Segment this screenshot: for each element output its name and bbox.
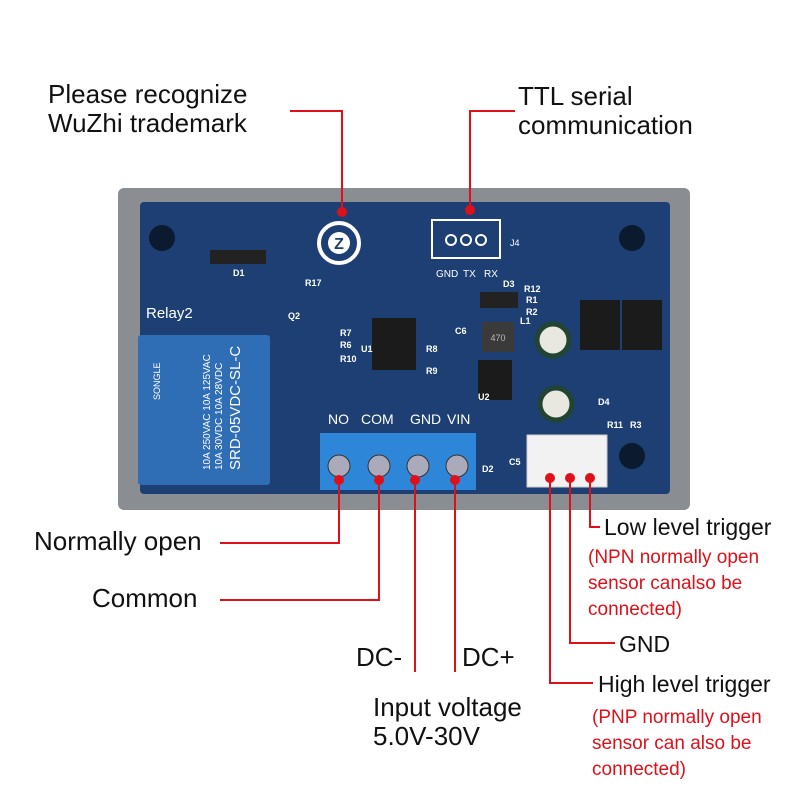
input-voltage-callout: Input voltage 5.0V-30V (373, 693, 522, 751)
component-refs: D1 R17 Q2 R7 R6 R10 U1 R8 R9 C6 L1 D3 R1… (233, 268, 642, 474)
trademark-callout: Please recognize WuZhi trademark (48, 80, 247, 138)
inductor-marking: 470 (490, 333, 505, 343)
low-trigger-note: (NPN normally open sensor canalso be con… (588, 545, 759, 623)
high-level-trigger-label: High level trigger (598, 671, 771, 697)
header-label-gnd: GND (436, 269, 458, 280)
note-line: connected) (592, 759, 687, 780)
ref-u2: U2 (478, 392, 490, 402)
relay-brand-text: SONGLE (152, 362, 162, 400)
ic-u2 (478, 360, 512, 400)
header-label-rx: RX (484, 269, 498, 280)
relay-label: Relay2 (146, 305, 193, 322)
terminal-label-no: NO (328, 411, 349, 427)
ref-r2: R2 (526, 307, 538, 317)
low-level-trigger-label: Low level trigger (604, 514, 772, 540)
ref-r12: R12 (524, 284, 541, 294)
terminal-label-gnd: GND (410, 411, 441, 427)
callout-line: Please recognize (48, 79, 248, 109)
capacitor (537, 385, 575, 423)
inductor (482, 322, 514, 352)
common-label: Common (92, 583, 198, 613)
note-line: sensor canalso be (588, 573, 743, 594)
terminal-label-com: COM (361, 411, 394, 427)
capacitor (534, 321, 572, 359)
note-line: (PNP normally open (592, 707, 762, 728)
ref-d1: D1 (233, 268, 245, 278)
ref-c6: C6 (455, 326, 467, 336)
ref-r3: R3 (630, 420, 642, 430)
normally-open-label: Normally open (34, 526, 202, 556)
ref-r8: R8 (426, 344, 438, 354)
mount-hole (619, 443, 645, 469)
high-trigger-note: (PNP normally open sensor can also be co… (592, 705, 762, 783)
ttl-header (431, 219, 501, 259)
leader-lines (220, 110, 615, 684)
relay-rating-text: 10A 250VAC 10A 125VAC (202, 354, 213, 470)
ref-d4: D4 (598, 397, 610, 407)
ttl-callout: TTL serial communication (518, 82, 693, 140)
dc-minus-label: DC- (356, 642, 403, 672)
relay-rating-text: 10A 30VDC 10A 28VDC (214, 363, 225, 470)
gnd-label: GND (619, 631, 671, 657)
svg-text:Z: Z (334, 236, 344, 253)
ref-r6: R6 (340, 340, 352, 350)
note-line: sensor can also be (592, 733, 752, 754)
callout-line: communication (518, 110, 693, 140)
ref-r10: R10 (340, 354, 357, 364)
ref-d3: D3 (503, 279, 515, 289)
note-line: (NPN normally open (588, 547, 760, 568)
ref-r11: R11 (607, 420, 623, 430)
callout-line: 5.0V-30V (373, 721, 480, 751)
ref-l1: L1 (520, 316, 531, 326)
mount-hole (149, 225, 175, 251)
relay-model-text: SRD-05VDC-SL-C (227, 346, 244, 470)
terminal-label-vin: VIN (447, 411, 470, 427)
callout-line: Input voltage (373, 692, 522, 722)
wuzhi-logo-icon: Z (317, 221, 361, 265)
header-ref: J4 (510, 238, 520, 248)
ref-r17: R17 (305, 278, 322, 288)
ref-d2: D2 (482, 464, 494, 474)
callout-line: TTL serial (518, 81, 633, 111)
ref-q2: Q2 (288, 311, 300, 321)
ref-u1: U1 (361, 344, 373, 354)
callout-line: WuZhi trademark (48, 108, 247, 138)
ref-r1: R1 (526, 295, 538, 305)
relay (138, 335, 270, 485)
ref-r7: R7 (340, 328, 352, 338)
mount-hole (619, 225, 645, 251)
ref-r9: R9 (426, 366, 438, 376)
note-line: connected) (588, 599, 683, 620)
dc-plus-label: DC+ (462, 642, 515, 672)
header-label-tx: TX (463, 269, 476, 280)
ref-c5: C5 (509, 457, 521, 467)
ic-u1 (372, 318, 416, 370)
